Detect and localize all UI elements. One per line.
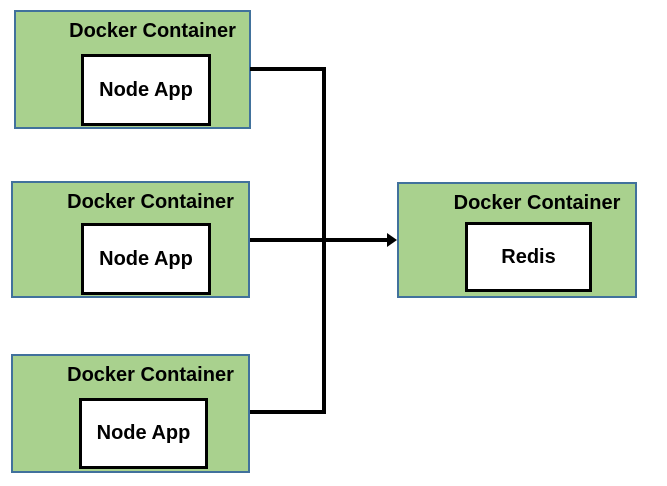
redis-box: Redis xyxy=(465,222,592,292)
docker-container-2: Docker Container Node App xyxy=(11,181,250,298)
connector-middle-horizontal xyxy=(250,238,388,242)
docker-container-1: Docker Container Node App xyxy=(14,10,251,129)
connector-bottom-horizontal xyxy=(250,410,326,414)
container-title-1: Docker Container xyxy=(69,20,236,42)
node-app-box-2: Node App xyxy=(81,223,211,295)
node-app-label-2: Node App xyxy=(99,247,193,270)
redis-label: Redis xyxy=(501,245,556,268)
node-app-label-1: Node App xyxy=(99,78,193,101)
node-app-box-3: Node App xyxy=(79,398,208,469)
node-app-box-1: Node App xyxy=(81,54,211,126)
arrowhead-icon xyxy=(387,233,397,247)
docker-container-3: Docker Container Node App xyxy=(11,354,250,473)
node-app-label-3: Node App xyxy=(96,422,191,444)
container-title-3: Docker Container xyxy=(67,364,234,386)
docker-container-redis: Docker Container Redis xyxy=(397,182,637,298)
container-title-redis: Docker Container xyxy=(453,192,621,214)
connector-top-horizontal xyxy=(250,67,326,71)
container-title-2: Docker Container xyxy=(67,191,234,213)
